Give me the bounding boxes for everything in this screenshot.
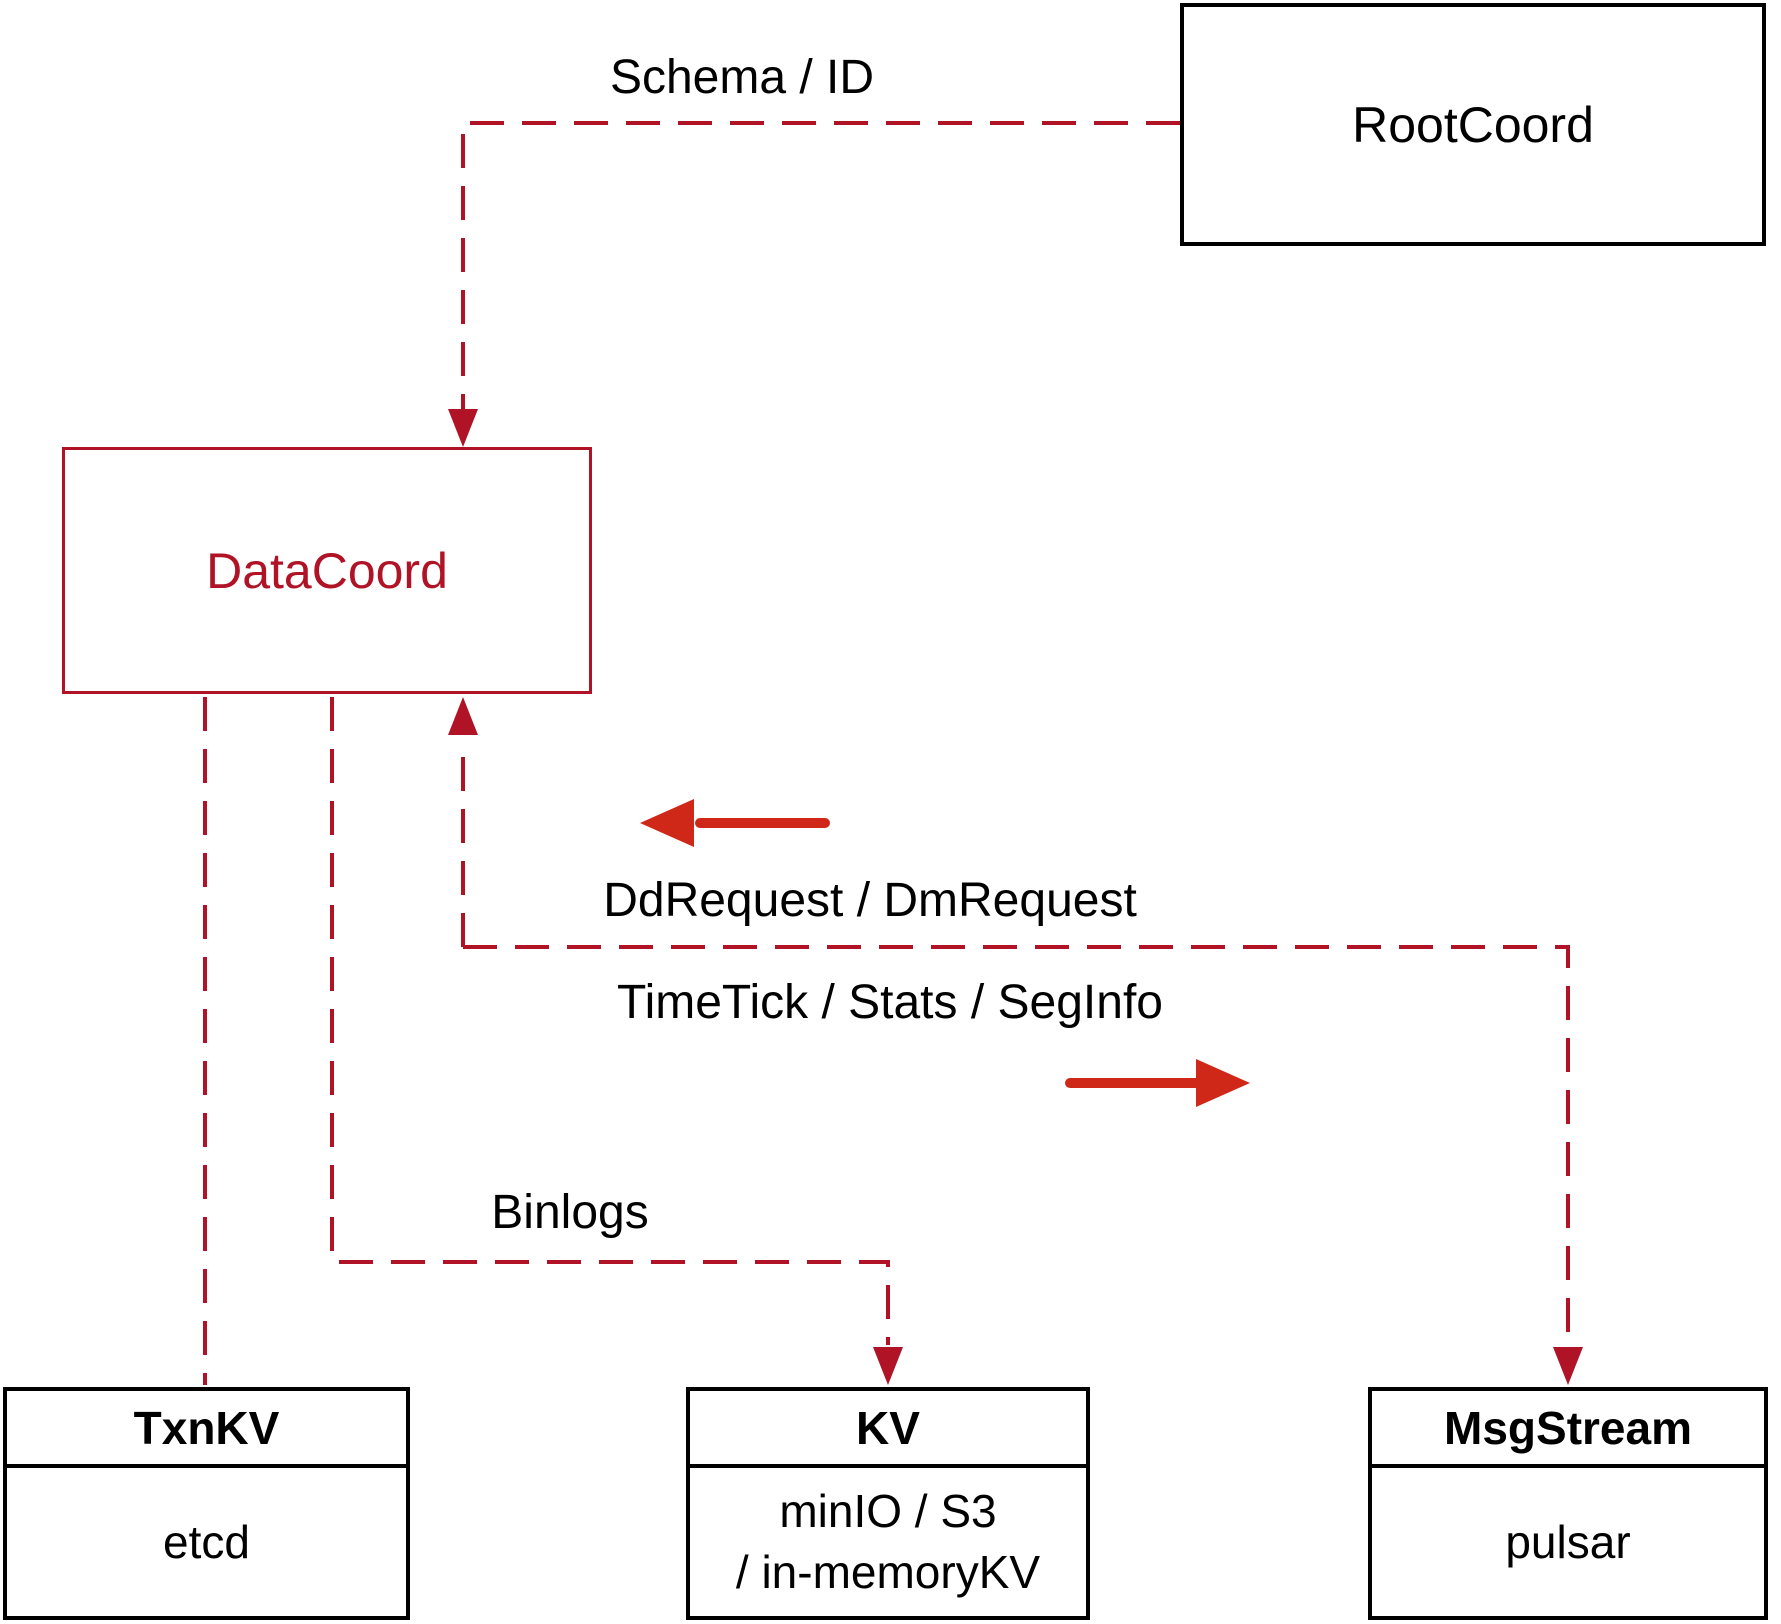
kv-body-line1: minIO / S3 bbox=[779, 1485, 997, 1537]
datacoord-title: DataCoord bbox=[206, 542, 448, 599]
dd-request-label: DdRequest / DmRequest bbox=[603, 874, 1137, 927]
msgstream-loop-connector bbox=[448, 697, 1583, 1385]
kv-body-line2: / in-memoryKV bbox=[735, 1546, 1041, 1598]
left-arrow-head bbox=[640, 799, 694, 847]
schema-id-label: Schema / ID bbox=[609, 51, 875, 104]
txnkv-body: etcd bbox=[7, 1468, 406, 1616]
txnkv-box: TxnKV etcd bbox=[3, 1387, 410, 1620]
schema-id-connector bbox=[448, 121, 1180, 447]
msgstream-box: MsgStream pulsar bbox=[1368, 1387, 1768, 1620]
binlogs-label: Binlogs bbox=[491, 1186, 649, 1239]
arrowhead-up-datacoord-icon bbox=[448, 697, 478, 735]
txnkv-title: TxnKV bbox=[133, 1401, 280, 1454]
left-direction-arrow-icon bbox=[640, 799, 830, 847]
kv-box: KV minIO / S3 / in-memoryKV bbox=[686, 1387, 1090, 1620]
datacoord-box: DataCoord bbox=[62, 447, 592, 694]
msgstream-title: MsgStream bbox=[1444, 1401, 1692, 1454]
time-tick-label: TimeTick / Stats / SegInfo bbox=[617, 976, 1163, 1029]
binlogs-connector bbox=[330, 697, 903, 1385]
txnkv-body-text: etcd bbox=[163, 1515, 250, 1568]
arrowhead-down-msgstream-icon bbox=[1553, 1347, 1583, 1385]
arrowhead-down-datacoord-icon bbox=[448, 409, 478, 447]
arrowhead-down-kv-icon bbox=[873, 1347, 903, 1385]
kv-body: minIO / S3 / in-memoryKV bbox=[690, 1468, 1086, 1616]
kv-header: KV bbox=[690, 1391, 1086, 1468]
msgstream-header: MsgStream bbox=[1372, 1391, 1764, 1468]
msgstream-body: pulsar bbox=[1372, 1468, 1764, 1616]
loop-horizontal-line bbox=[463, 945, 1570, 1345]
schema-id-connector-line bbox=[461, 121, 1180, 405]
msgstream-body-text: pulsar bbox=[1505, 1515, 1631, 1568]
kv-title: KV bbox=[856, 1401, 920, 1454]
right-direction-arrow-icon bbox=[1065, 1059, 1250, 1107]
binlogs-connector-line bbox=[330, 697, 890, 1345]
right-arrow-head bbox=[1196, 1059, 1250, 1107]
txnkv-header: TxnKV bbox=[7, 1391, 406, 1468]
rootcoord-title: RootCoord bbox=[1352, 96, 1594, 153]
rootcoord-box: RootCoord bbox=[1180, 3, 1766, 246]
